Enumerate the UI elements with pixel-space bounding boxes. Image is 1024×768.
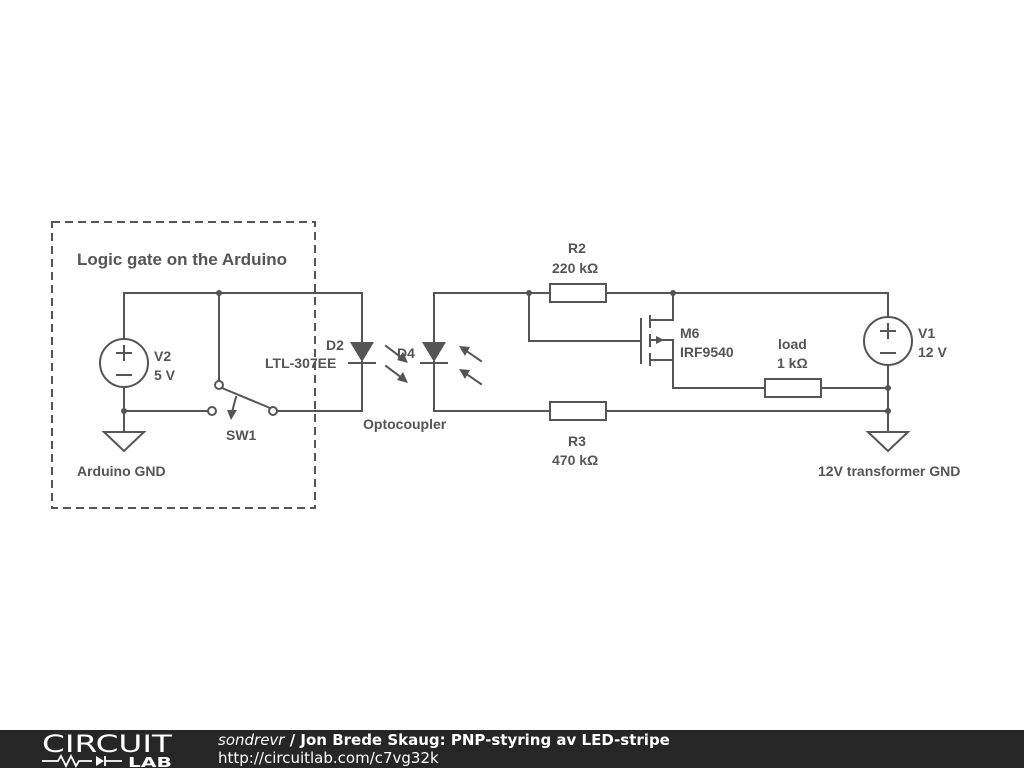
d2-value-label: LTL-307EE <box>265 355 336 371</box>
d2-emission-arrows <box>384 344 408 383</box>
load-ref-label: load <box>778 336 807 352</box>
transformer-ground-symbol <box>865 431 911 453</box>
d4-photodiode <box>420 292 530 412</box>
arduino-ground-symbol <box>101 431 147 453</box>
d2-led <box>348 342 376 364</box>
v2-value-label: 5 V <box>154 367 176 383</box>
sw1-ref-label: SW1 <box>226 427 257 443</box>
optocoupler-label: Optocoupler <box>363 416 447 432</box>
d4-incident-arrows <box>459 346 483 386</box>
v1-voltage-source <box>863 292 913 433</box>
v1-value-label: 12 V <box>918 344 947 360</box>
arduino-gnd-label: Arduino GND <box>77 463 166 479</box>
m6-value-label: IRF9540 <box>680 344 734 360</box>
load-value-label: 1 kΩ <box>777 355 808 371</box>
footer-circuit-title[interactable]: Jon Brede Skaug: PNP-styring av LED-stri… <box>300 731 670 749</box>
d2-ref-label: D2 <box>326 337 344 353</box>
r2-resistor <box>526 283 889 342</box>
footer-url[interactable]: http://circuitlab.com/c7vg32k <box>218 749 439 767</box>
m6-ref-label: M6 <box>680 325 700 341</box>
wires-left <box>121 290 363 433</box>
footer-bar: CIRCUIT LAB sondrevr / Jon Brede Skaug: … <box>0 730 1024 768</box>
group-box-label: Logic gate on the Arduino <box>77 250 287 269</box>
m6-mosfet <box>640 292 766 389</box>
r3-value-label: 470 kΩ <box>552 452 598 468</box>
r3-ref-label: R3 <box>568 433 586 449</box>
r2-value-label: 220 kΩ <box>552 260 598 276</box>
logo-resistor-icon <box>42 753 92 768</box>
v2-ref-label: V2 <box>154 348 171 364</box>
logo-diode-icon <box>96 756 104 766</box>
circuitlab-logo: CIRCUIT LAB <box>42 730 172 768</box>
load-resistor <box>764 378 891 398</box>
d4-ref-label: D4 <box>397 345 415 361</box>
logo-bottom-text: LAB <box>128 756 172 768</box>
transformer-gnd-label: 12V transformer GND <box>818 463 960 479</box>
sw1-switch <box>207 380 278 420</box>
circuit-schematic: Logic gate on the Arduino V2 5 V Arduino… <box>51 221 960 509</box>
logo-top-text: CIRCUIT <box>42 730 172 758</box>
v1-ref-label: V1 <box>918 325 935 341</box>
r3-resistor <box>433 401 891 421</box>
r2-ref-label: R2 <box>568 240 586 256</box>
footer-separator: / <box>284 731 301 749</box>
footer-author[interactable]: sondrevr <box>218 731 285 749</box>
footer-title: sondrevr / Jon Brede Skaug: PNP-styring … <box>218 731 670 749</box>
arduino-group-box <box>51 221 316 509</box>
v2-voltage-source <box>99 338 149 388</box>
